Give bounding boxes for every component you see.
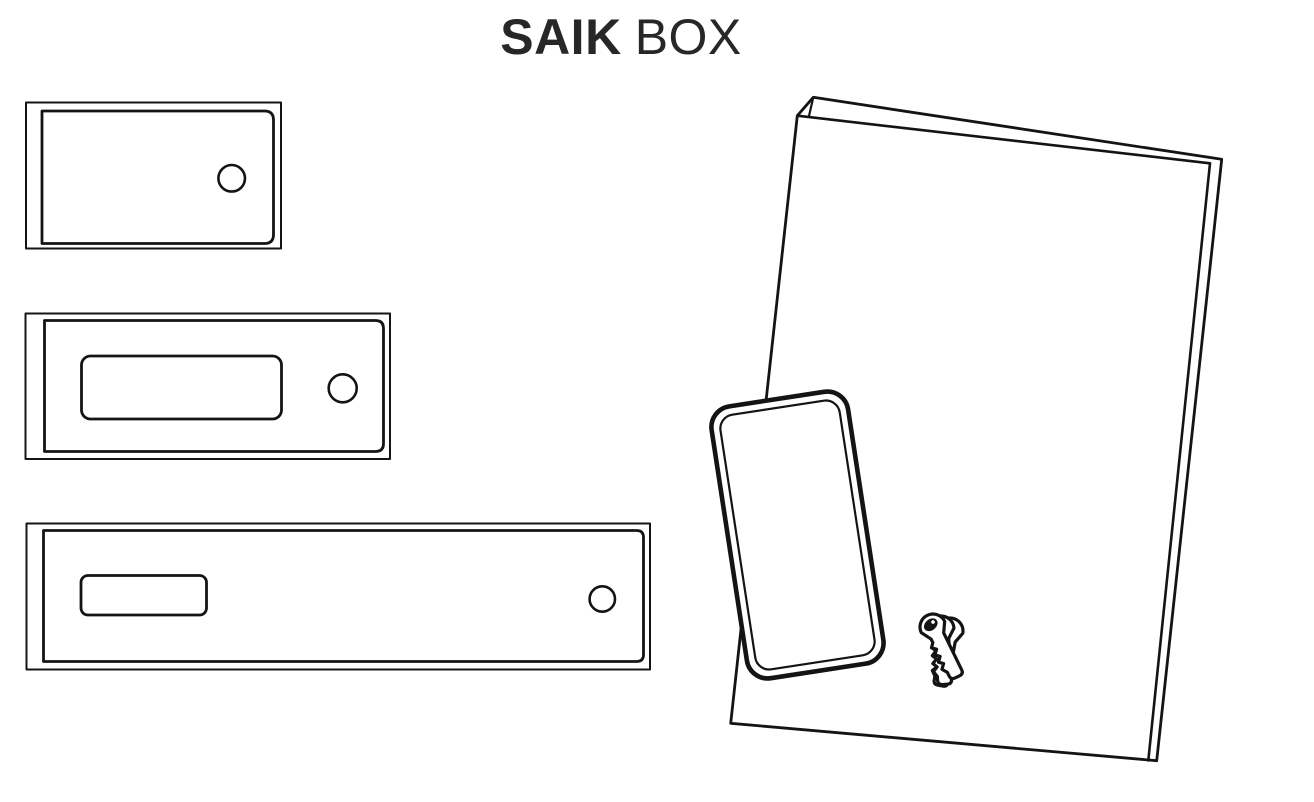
product-name: BOX [634,9,742,65]
phone-screen [719,399,876,671]
upright-box-spine-fold [807,96,815,118]
box-small-top-view [25,101,282,250]
box-upright-scene [709,95,1224,763]
keys-icon [918,612,965,688]
box-small-outer-edge [25,101,282,250]
box-medium-top-view [24,312,391,460]
box-medium-label-window [80,354,283,421]
box-large-outer-edge [25,522,651,671]
box-small-finger-hole [217,163,247,193]
box-large-finger-hole [588,584,617,613]
box-large-top-view [25,522,651,671]
box-medium-lid [43,319,385,453]
box-small-lid [40,109,275,245]
box-medium-outer-edge [24,312,391,460]
phone-outline-icon [709,389,886,681]
key-ring-hole-highlight [931,620,935,624]
key-front [918,612,964,681]
upright-box-front-top-edge [796,114,1212,165]
phone-illustration [709,389,886,681]
box-large-label-window [79,574,208,617]
box-medium-finger-hole [327,372,359,404]
upright-box-right-inner-edge [1147,162,1212,762]
box-large-lid [42,529,645,663]
brand-name: SAIK [500,9,622,65]
